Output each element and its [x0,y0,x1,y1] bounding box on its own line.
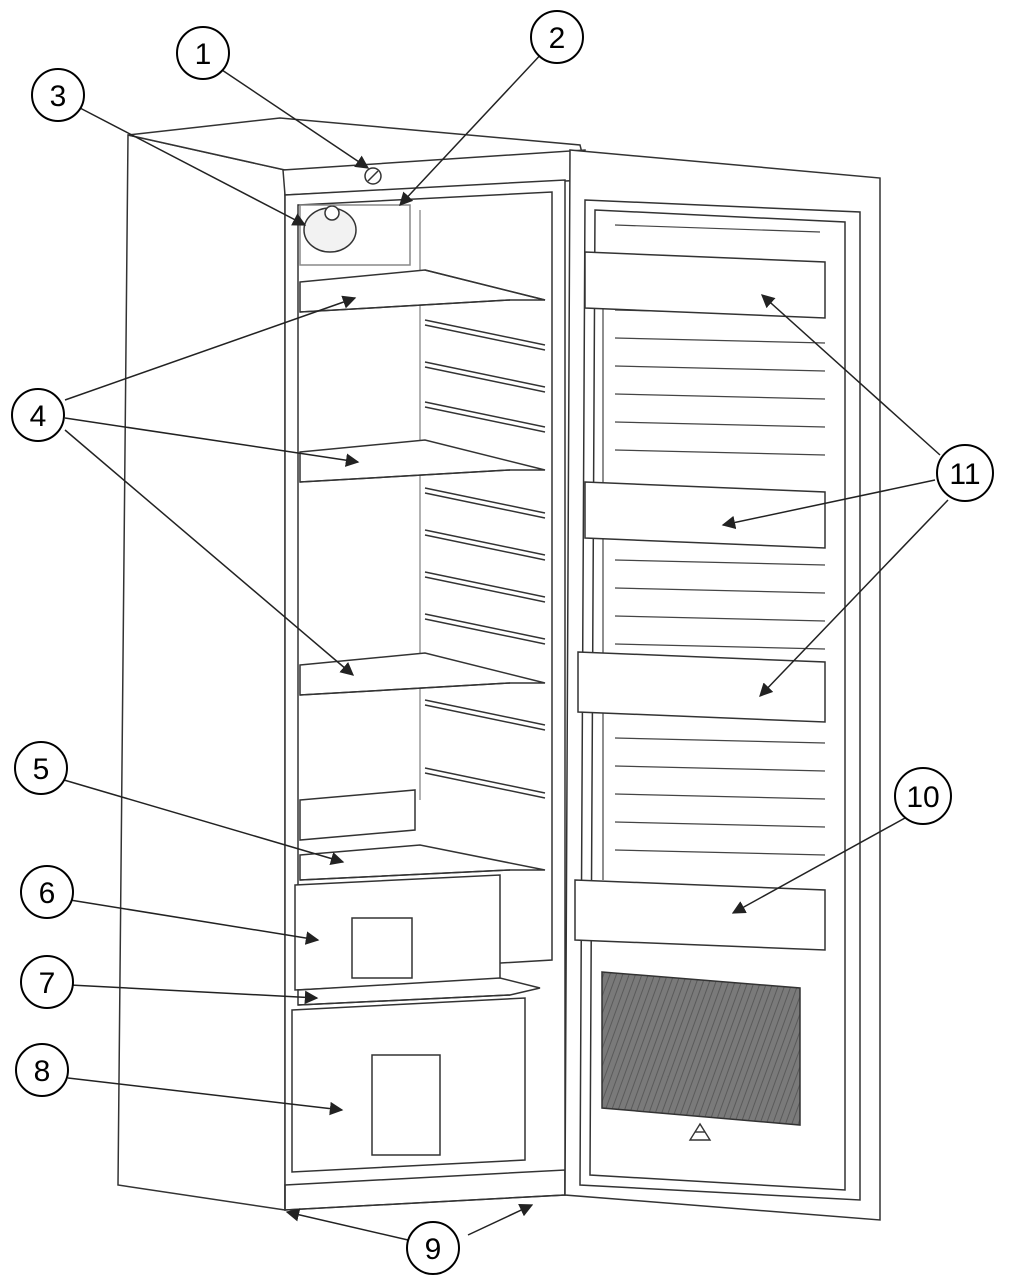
leader-10 [731,817,906,914]
crisper-cover-shelf [299,844,546,881]
leader-8 [67,1077,344,1116]
callout-4: 4 [11,388,65,442]
crisper-divider-shelf [297,977,541,1006]
leader-4a [64,295,357,401]
callout-10-label: 10 [906,781,939,814]
callout-10: 10 [894,767,952,825]
callout-6: 6 [20,865,74,919]
callout-11-label: 11 [949,458,980,491]
cabinet-side-panel [117,134,286,1211]
door-bin-top [584,251,826,319]
callout-6-label: 6 [39,877,56,910]
cabinet-interior [297,191,553,976]
callout-9-label: 9 [425,1233,442,1266]
leader-4c [64,429,355,676]
leader-2 [399,49,546,206]
leader-lines [63,49,949,1241]
callout-8: 8 [15,1043,69,1097]
leader-1 [221,69,370,169]
callout-5: 5 [14,741,68,795]
callout-3-label: 3 [50,80,67,113]
leader-11c [759,499,949,697]
leader-6 [69,899,320,945]
leader-9a [285,1208,409,1241]
leader-5 [63,779,345,866]
callout-2-label: 2 [549,22,566,55]
callout-1: 1 [176,26,230,80]
door-inner-panel [589,209,846,1191]
leader-7 [69,984,319,1005]
callout-1-label: 1 [195,38,212,71]
thermostat-knob [364,167,382,185]
glass-shelf-upper [299,269,546,313]
shelf-rails [424,319,546,799]
callout-9: 9 [406,1221,460,1275]
leader-11a [760,294,941,456]
callout-8-label: 8 [34,1055,51,1088]
interior-light [299,204,411,266]
door-lower-panel [601,971,801,1126]
callout-2: 2 [530,10,584,64]
recycle-icon [688,1122,712,1141]
door-bin-middle [584,481,826,549]
callout-5-label: 5 [33,753,50,786]
leader-9b [467,1204,534,1236]
lower-crisper-drawer [291,997,526,1173]
leader-11b [721,479,936,530]
callout-4-label: 4 [30,400,47,433]
callouts: 1 2 3 4 5 6 7 8 [11,10,994,1275]
door-liner [579,199,861,1201]
glass-shelf-lower [299,652,546,696]
upper-crisper-drawer [294,874,501,991]
callout-11: 11 [936,444,994,502]
leader-3 [79,107,307,226]
glass-shelf-middle [299,439,546,483]
callout-3: 3 [31,68,85,122]
door-bin-lower [577,651,826,723]
callout-7: 7 [20,955,74,1009]
door-bottle-bin [574,879,826,951]
bottle-tray [299,789,416,841]
leader-4b [64,417,360,467]
callout-7-label: 7 [39,967,56,1000]
